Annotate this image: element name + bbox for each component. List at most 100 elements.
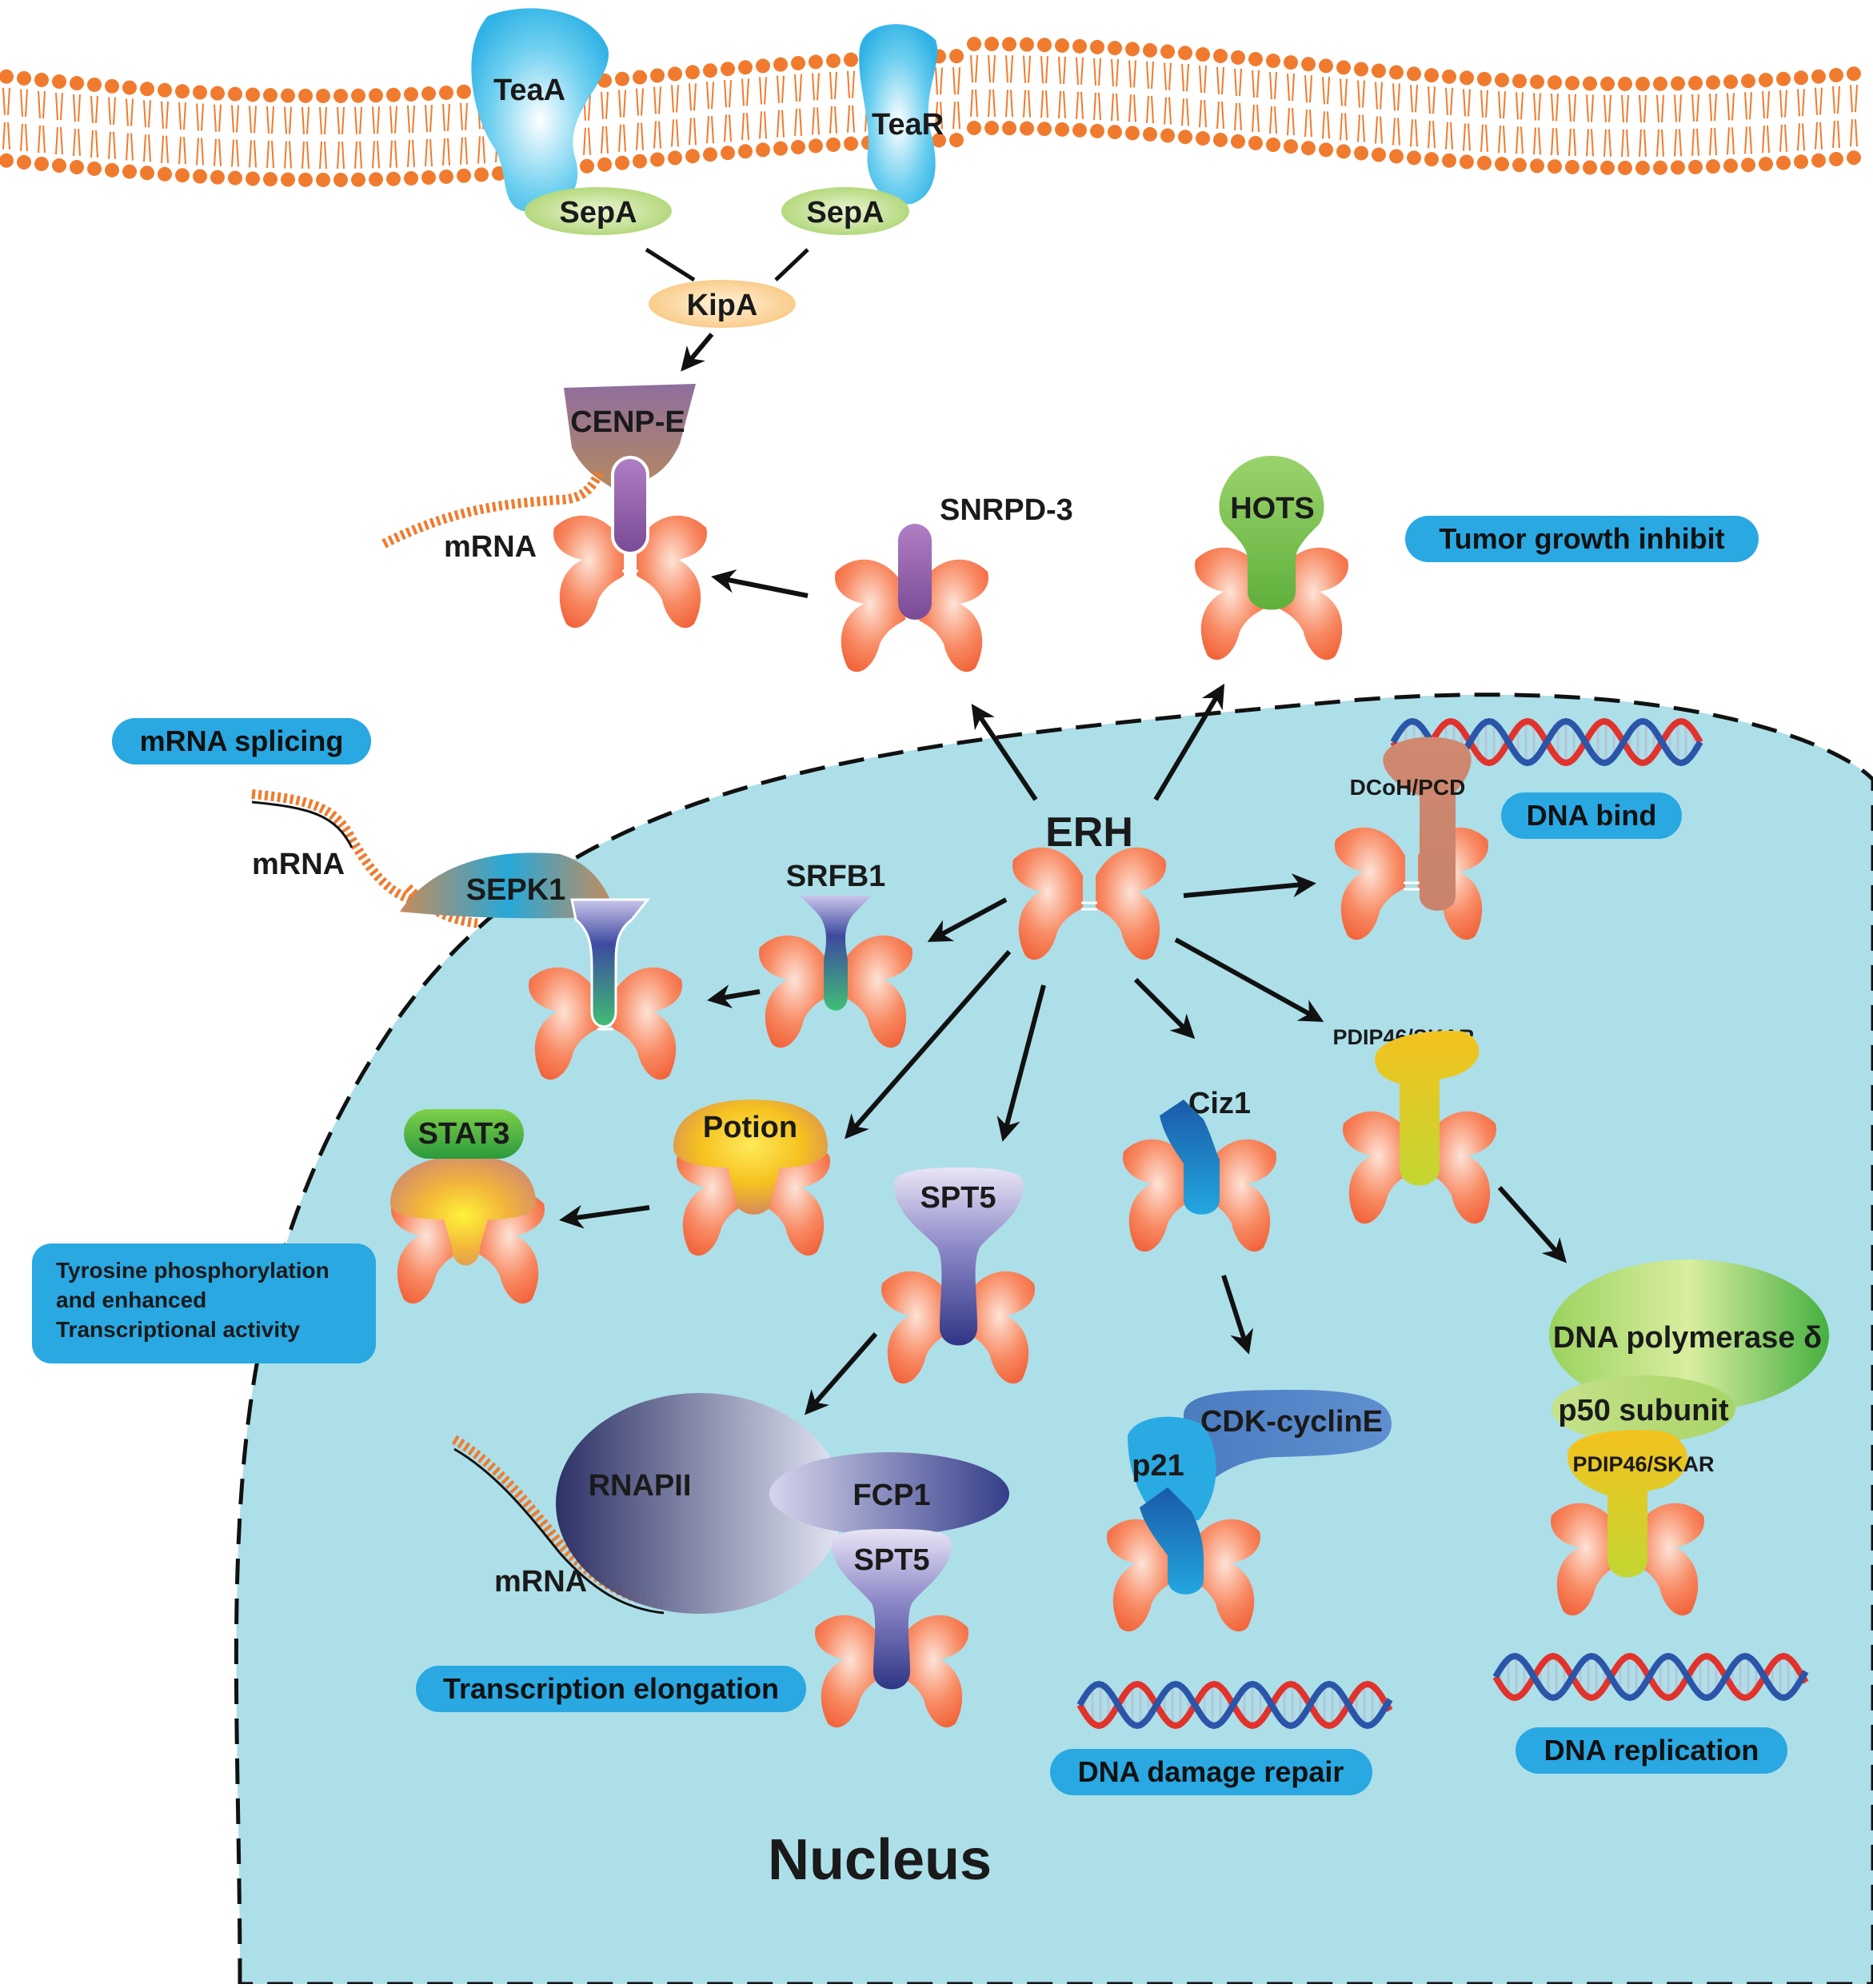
lipid-head: [1020, 121, 1034, 136]
lipid-head: [1213, 48, 1228, 63]
erh-lobe-left: [1343, 1111, 1413, 1224]
lipid-head: [1548, 159, 1562, 174]
tea-a-label: TeaA: [493, 74, 565, 107]
arrow-1: [1153, 683, 1225, 801]
lipid-head: [615, 71, 629, 86]
dna-polymerase: [1549, 1259, 1829, 1411]
fcp1-label: FCP1: [853, 1479, 930, 1512]
mrna-label-elong: mRNA: [494, 1565, 587, 1599]
ciz1-protein: [1160, 1100, 1220, 1215]
srfb1-label: SRFB1: [786, 860, 886, 893]
lipid-head: [1178, 130, 1192, 145]
lipid-head: [1794, 154, 1808, 170]
lipid-head: [1847, 66, 1861, 82]
lipid-head: [1495, 157, 1509, 172]
arrow-9: [559, 1204, 650, 1229]
potion-label: Potion: [703, 1111, 797, 1144]
lipid-head: [1530, 158, 1544, 174]
svg-text:and enhanced: and enhanced: [56, 1287, 206, 1312]
cenp-e-protein: [564, 384, 696, 488]
kipa: KipA: [649, 280, 796, 328]
spt5-bottom-label: SPT5: [853, 1543, 929, 1577]
lipid-head: [1248, 135, 1263, 150]
lipid-head: [1635, 160, 1650, 175]
dna-pol-label: DNA polymerase δ: [1553, 1321, 1822, 1355]
erh-lobe-right: [842, 935, 913, 1048]
lipid-head: [791, 139, 805, 154]
svg-text:Transcription elongation: Transcription elongation: [443, 1672, 779, 1705]
lipid-head: [351, 88, 365, 103]
erh-lobe-left: [1107, 1519, 1177, 1632]
spt5-top-label: SPT5: [920, 1181, 996, 1215]
tumor-growth-badge: Tumor growth inhibit: [1405, 516, 1759, 562]
lipid-head: [193, 85, 207, 100]
lipid-head: [721, 146, 735, 161]
lipid-head: [457, 168, 471, 183]
dna-strand-blue: [1076, 1680, 1393, 1730]
lipid-head: [1266, 54, 1280, 69]
lipid-head: [246, 171, 260, 186]
lipid-head: [1759, 157, 1773, 172]
lipid-head: [1688, 75, 1703, 90]
lipid-head: [1741, 74, 1755, 89]
hots-protein: [1219, 456, 1324, 610]
lipid-head: [1706, 75, 1720, 90]
erh-lobe-right: [1190, 1519, 1260, 1632]
lipid-head: [1336, 60, 1351, 75]
lipid-head: [844, 52, 858, 67]
lipid-head: [122, 80, 137, 95]
lipid-head: [210, 170, 225, 185]
lipid-head: [52, 158, 66, 174]
lipid-head: [1072, 122, 1087, 138]
lipid-head: [650, 68, 665, 83]
potion-protein: [673, 1100, 828, 1215]
svg-text:KipA: KipA: [687, 289, 758, 322]
dna-helix-replication: [1492, 1652, 1809, 1702]
lipid-head: [1776, 71, 1791, 86]
sepa-kipa-link-right: [774, 248, 809, 281]
lipid-head: [984, 121, 999, 136]
mrna-splicing-badge: mRNA splicing: [112, 718, 371, 764]
lipid-head: [1671, 160, 1685, 175]
lipid-head: [1759, 73, 1773, 88]
arrow-6: [845, 950, 1012, 1140]
lipid-head: [228, 170, 242, 186]
arrow-4: [1133, 977, 1196, 1040]
lipid-head: [0, 69, 14, 84]
svg-text:Transcriptional activity: Transcriptional activity: [56, 1317, 300, 1342]
lipid-head: [1108, 125, 1122, 140]
sepk1-protein: [400, 852, 616, 919]
lipid-head: [263, 88, 278, 103]
lipid-head: [650, 152, 665, 167]
lipid-head: [333, 88, 348, 103]
lipid-head: [703, 63, 717, 78]
lipid-head: [1072, 38, 1087, 54]
kipa-to-cenp-arrow: [681, 333, 714, 372]
lipid-head: [369, 88, 383, 103]
erh-lobe-left: [835, 559, 905, 673]
lipid-head: [1002, 37, 1016, 52]
lipid-head: [1618, 76, 1632, 91]
lipid-head: [1196, 47, 1210, 62]
arrow-8: [707, 984, 761, 1008]
lipid-head: [668, 150, 682, 166]
lipid-head: [439, 85, 453, 100]
erh-lobe-left: [1123, 1139, 1193, 1252]
lipid-head: [1389, 65, 1404, 80]
pdip-top-protein: [1375, 1031, 1480, 1186]
arrow-2: [1183, 873, 1316, 898]
transcription-elongation-badge: Transcription elongation: [416, 1666, 806, 1712]
lipid-head: [175, 168, 190, 183]
mrna-label-cenp: mRNA: [444, 530, 537, 564]
lipid-head: [1248, 51, 1263, 66]
erh-lobe-left: [881, 1271, 952, 1384]
lipid-head: [773, 57, 788, 72]
lipid-head: [1407, 150, 1421, 166]
lipid-head: [281, 172, 295, 187]
arrow-12: [1497, 1186, 1567, 1263]
lipid-head: [1125, 126, 1140, 141]
lipid-head: [1723, 74, 1738, 90]
lipid-head: [1372, 147, 1386, 162]
lipid-head: [1653, 76, 1667, 91]
lipid-head: [1442, 69, 1456, 84]
